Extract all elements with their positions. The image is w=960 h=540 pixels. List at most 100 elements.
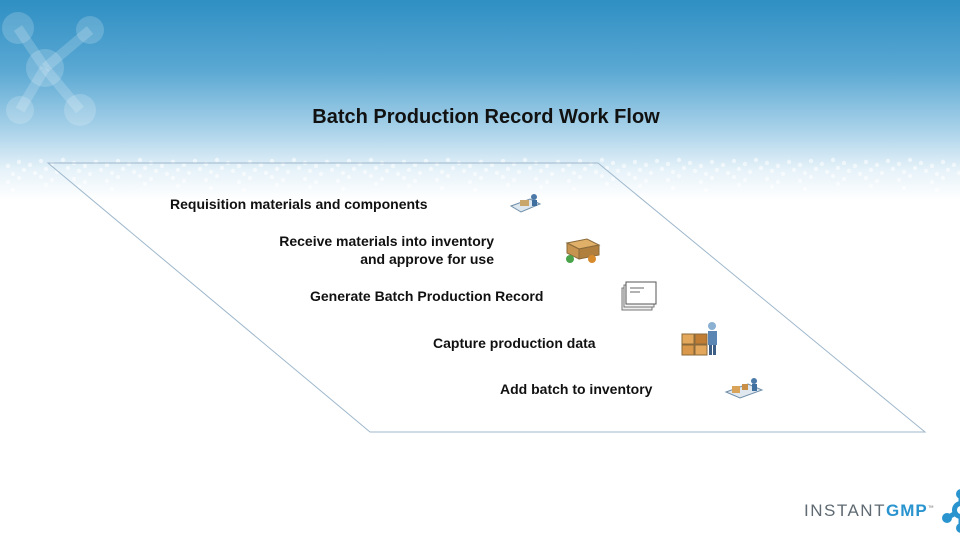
banner-dot xyxy=(340,170,346,176)
banner-dot xyxy=(49,177,55,183)
banner-dot xyxy=(186,170,192,176)
banner-dot xyxy=(577,174,583,180)
banner-dot xyxy=(478,175,484,181)
page-title: Batch Production Record Work Flow xyxy=(312,106,660,128)
banner-dot xyxy=(142,165,148,171)
banner-dot xyxy=(511,177,517,183)
banner-dot xyxy=(164,171,170,177)
banner-dot xyxy=(764,160,770,166)
banner-dot xyxy=(868,167,874,173)
banner-dot xyxy=(918,160,924,166)
logo-text-main: INSTANT xyxy=(804,501,886,520)
banner-dot xyxy=(863,175,869,181)
banner-dot xyxy=(885,158,891,164)
banner-dot xyxy=(582,166,588,172)
banner-dot xyxy=(747,169,753,175)
banner-dot xyxy=(736,182,742,188)
banner-dot xyxy=(109,186,115,192)
banner-dot xyxy=(648,170,654,176)
banner-dot xyxy=(604,181,610,187)
banner-dot xyxy=(131,169,137,175)
banner-dot xyxy=(43,182,49,188)
banner-dot xyxy=(472,187,478,193)
banner-dot xyxy=(709,159,715,165)
banner-dot xyxy=(467,179,473,185)
banner-dot xyxy=(269,158,275,164)
banner-dot xyxy=(901,169,907,175)
banner-dot xyxy=(758,165,764,171)
banner-dot xyxy=(560,167,566,173)
banner-dot xyxy=(390,163,396,169)
banner-dot xyxy=(764,176,770,182)
banner-dot xyxy=(335,162,341,168)
banner-dot xyxy=(318,171,324,177)
banner-dot xyxy=(533,176,539,182)
banner-dot xyxy=(203,177,209,183)
banner-dot xyxy=(241,187,247,193)
banner-dot xyxy=(38,158,44,164)
banner-dot xyxy=(687,160,693,166)
banner-dot xyxy=(775,163,781,169)
banner-dot xyxy=(912,165,918,171)
document-stack-icon xyxy=(621,281,657,311)
banner-dot xyxy=(621,163,627,169)
banner-dot xyxy=(104,162,110,168)
banner-dot xyxy=(302,176,308,182)
banner-dot xyxy=(637,167,643,173)
banner-dot xyxy=(181,178,187,184)
banner-dot xyxy=(841,176,847,182)
banner-dot xyxy=(483,167,489,173)
banner-dot xyxy=(808,174,814,180)
banner-dot xyxy=(945,167,951,173)
banner-dot xyxy=(566,178,572,184)
banner-dot xyxy=(577,158,583,164)
requisition-icon xyxy=(509,194,542,213)
banner-dot xyxy=(274,166,280,172)
banner-dot xyxy=(703,187,709,193)
banner-dot xyxy=(280,177,286,183)
banner-dot xyxy=(291,157,297,163)
banner-dot xyxy=(214,173,220,179)
banner-dot xyxy=(274,182,280,188)
step-requisition: Requisition materials and components xyxy=(170,196,428,212)
banner-dot xyxy=(395,171,401,177)
logo-trademark: ™ xyxy=(927,505,936,512)
banner-dot xyxy=(82,163,88,169)
banner-dot xyxy=(445,173,451,179)
banner-dot xyxy=(461,168,467,174)
banner-dot xyxy=(197,166,203,172)
banner-dot xyxy=(115,174,121,180)
step-label-line2: and approve for use xyxy=(360,251,494,267)
banner-dot xyxy=(813,166,819,172)
banner-dot xyxy=(852,163,858,169)
banner-dot xyxy=(505,166,511,172)
banner-dot xyxy=(670,169,676,175)
banner-dot xyxy=(87,171,93,177)
banner-dot xyxy=(549,171,555,177)
banner-dot xyxy=(626,171,632,177)
banner-dot xyxy=(368,157,374,163)
logo-molecule-icon xyxy=(942,489,960,533)
step-add-batch: Add batch to inventory xyxy=(500,381,652,397)
step-generate-record: Generate Batch Production Record xyxy=(310,288,543,304)
banner-dot xyxy=(643,178,649,184)
banner-dot xyxy=(5,163,11,169)
logo-text-accent: GMP xyxy=(885,501,928,520)
banner-dot xyxy=(753,157,759,163)
banner-dot xyxy=(742,177,748,183)
banner-dot xyxy=(214,157,220,163)
banner-dot xyxy=(703,171,709,177)
banner-dot xyxy=(731,158,737,164)
banner-dot xyxy=(571,170,577,176)
banner-dot xyxy=(538,168,544,174)
banner-dot xyxy=(109,170,115,176)
banner-dot xyxy=(890,166,896,172)
banner-dot xyxy=(571,186,577,192)
step-label: Add batch to inventory xyxy=(500,381,653,397)
banner-dot xyxy=(808,158,814,164)
banner-dot xyxy=(819,161,825,167)
banner-dot xyxy=(181,162,187,168)
banner-dot xyxy=(720,162,726,168)
banner-dot xyxy=(10,187,16,193)
banner-dot xyxy=(698,163,704,169)
